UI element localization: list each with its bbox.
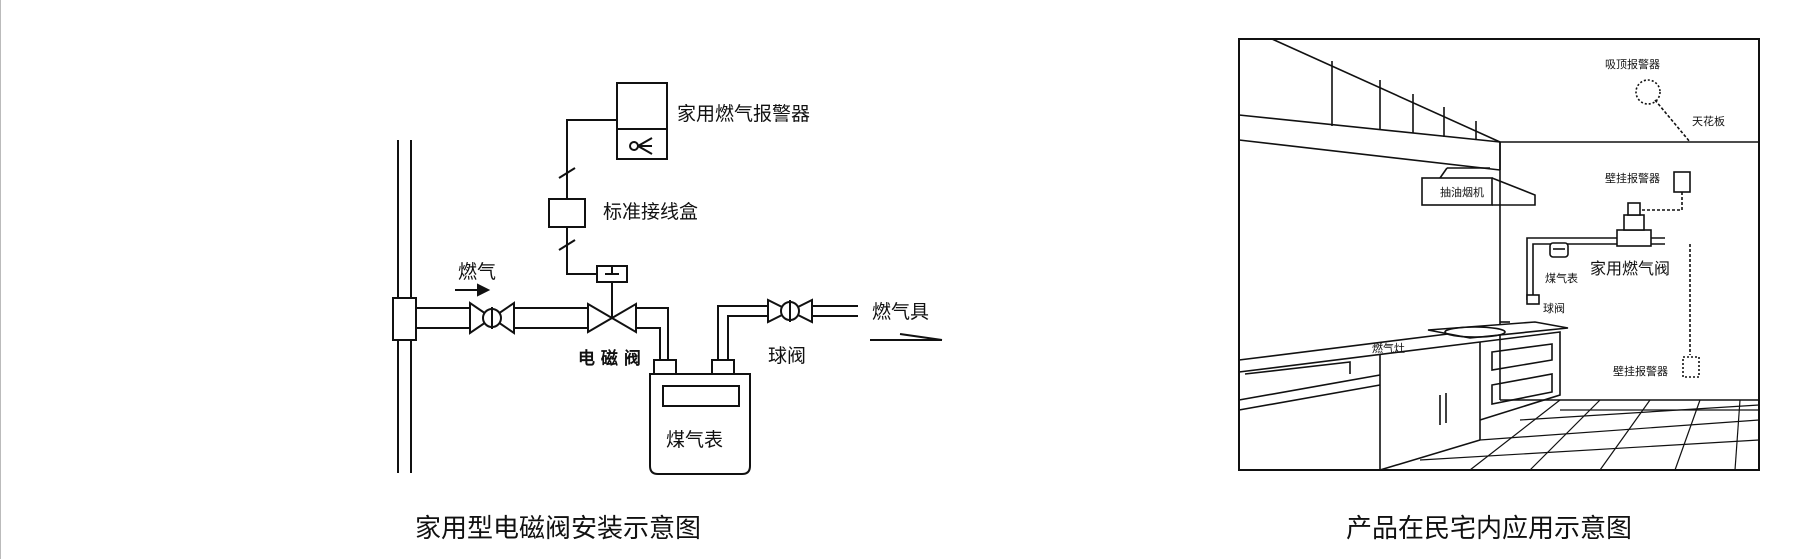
label-gas-appliance: 燃气具 [872,301,929,323]
label-solenoid-valve: 电 磁 阀 [578,348,641,369]
label-range-hood: 抽油烟机 [1440,185,1484,199]
home-gas-valve [1616,202,1652,247]
floor-tiles [1419,399,1760,471]
label-small-ball-valve: 球阀 [1543,301,1565,315]
right-caption: 产品在民宅内应用示意图 [1346,514,1632,544]
label-ceiling-alarm: 吸顶报警器 [1605,57,1660,71]
inlet-ball-valve [469,301,515,335]
wall-alarm-top [1673,171,1691,193]
junction-box [548,198,586,228]
right-diagram [1238,38,1760,471]
tee-fitting [392,297,417,341]
page-left-border [0,0,1,559]
solenoid-valve [587,265,637,334]
wall-alarm-bottom [1682,356,1700,378]
ceiling-alarm [1635,79,1661,105]
gas-meter-small [1549,242,1569,258]
range-hood [1421,167,1536,206]
room-frame [1238,38,1760,471]
label-junction-box: 标准接线盒 [603,201,698,223]
left-diagram [392,82,943,475]
label-gas-meter: 煤气表 [666,429,723,451]
left-caption: 家用型电磁阀安装示意图 [415,514,701,544]
gas-meter-display [662,385,740,407]
label-wall-alarm-top: 壁挂报警器 [1605,171,1660,185]
label-gas-meter-small: 煤气表 [1545,271,1578,285]
label-ball-valve: 球阀 [768,345,806,367]
label-ceiling: 天花板 [1692,114,1725,128]
gas-stove [1427,321,1569,421]
label-home-gas-valve: 家用燃气阀 [1590,259,1670,278]
outlet-ball-valve [767,298,813,324]
label-home-gas-alarm: 家用燃气报警器 [677,103,810,125]
wire-to-alarm [566,119,617,199]
small-ball-valve [1526,294,1540,305]
label-wall-alarm-bottom: 壁挂报警器 [1613,364,1668,378]
home-gas-alarm [616,82,668,160]
label-gas-inlet: 燃气 [458,261,496,283]
label-gas-stove: 燃气灶 [1372,341,1405,355]
wire-to-junction [566,226,597,275]
